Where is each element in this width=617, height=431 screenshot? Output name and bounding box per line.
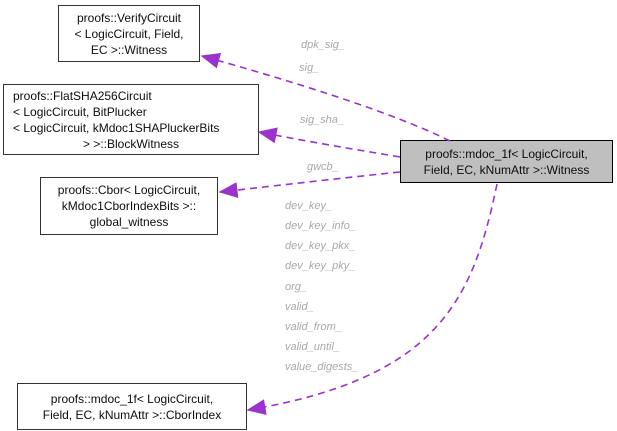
node-text-line: EC >::Witness bbox=[90, 42, 168, 57]
node-text-line: proofs::FlatSHA256Circuit bbox=[13, 88, 152, 103]
node-text-line: proofs::VerifyCircuit bbox=[76, 10, 182, 25]
node-text-line: kMdoc1CborIndexBits >:: bbox=[61, 199, 197, 213]
node-mdoc1f-cborindex[interactable]: proofs::mdoc_1f< LogicCircuit, Field, EC… bbox=[17, 383, 247, 430]
edge-label-dev-key: dev_key_ bbox=[285, 200, 333, 212]
edge-cborindex-members-arrow bbox=[246, 183, 498, 415]
edge-label-value-digests: value_digests_ bbox=[285, 361, 359, 373]
edge-sig-sha-arrow bbox=[257, 127, 401, 158]
edge-label-valid-from: valid_from_ bbox=[285, 321, 342, 333]
edge-label-dev-key-info: dev_key_info_ bbox=[285, 220, 356, 232]
edge-label-valid: valid_ bbox=[285, 301, 314, 313]
node-text-line: Field, EC, kNumAttr >::CborIndex bbox=[42, 407, 222, 422]
node-text-line: global_witness bbox=[89, 215, 169, 229]
node-text-line: < LogicCircuit, Field, bbox=[74, 26, 184, 41]
edge-label-dev-key-pkx: dev_key_pkx_ bbox=[285, 240, 356, 252]
node-text-line: proofs::mdoc_1f< LogicCircuit, bbox=[50, 391, 214, 406]
node-verifycircuit-witness[interactable]: proofs::VerifyCircuit < LogicCircuit, Fi… bbox=[58, 5, 200, 62]
node-text-line: < LogicCircuit, BitPlucker bbox=[13, 104, 147, 119]
edge-label-dpk-sig: dpk_sig_ bbox=[301, 39, 346, 51]
node-text-line: proofs::mdoc_1f< LogicCircuit, bbox=[425, 146, 588, 161]
node-text-line: Field, EC, kNumAttr >::Witness bbox=[423, 162, 590, 177]
node-mdoc1f-witness-current[interactable]: proofs::mdoc_1f< LogicCircuit, Field, EC… bbox=[400, 140, 613, 183]
node-cbor-global-witness[interactable]: proofs::Cbor< LogicCircuit, kMdoc1CborIn… bbox=[40, 177, 218, 235]
edge-label-valid-until: valid_until_ bbox=[285, 341, 341, 353]
edge-label-dev-key-pky: dev_key_pky_ bbox=[285, 260, 356, 272]
edge-gwcb-arrow bbox=[218, 171, 401, 198]
edge-label-gwcb: gwcb_ bbox=[307, 161, 339, 173]
edge-label-sig-sha: sig_sha_ bbox=[300, 114, 345, 126]
node-text-line: proofs::Cbor< LogicCircuit, bbox=[57, 183, 201, 197]
node-flatsha256circuit-blockwitness[interactable]: proofs::FlatSHA256Circuit < LogicCircuit… bbox=[3, 84, 259, 155]
node-text-line: < LogicCircuit, kMdoc1SHAPluckerBits bbox=[13, 120, 220, 135]
node-text-line: > >::BlockWitness bbox=[82, 136, 180, 151]
edge-label-sig: sig_ bbox=[299, 62, 320, 74]
edge-label-org: org_ bbox=[285, 281, 308, 293]
